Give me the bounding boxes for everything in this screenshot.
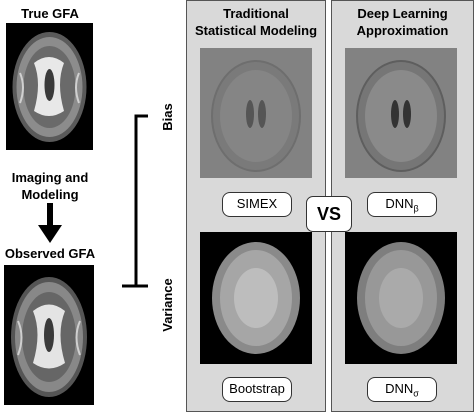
simex-bias-image (200, 48, 312, 178)
dnn-sigma-text: DNN (385, 381, 414, 396)
dnn-sigma-label: DNNσ (367, 377, 437, 402)
traditional-title-line2: Statistical Modeling (194, 23, 318, 38)
dnn-variance-image (345, 232, 457, 364)
traditional-title-line1: Traditional (223, 6, 289, 21)
down-arrow-icon (38, 203, 62, 243)
dnn-sigma-subscript: σ (413, 388, 419, 399)
variance-label: Variance (160, 278, 175, 332)
dnn-beta-subscript: β (413, 203, 419, 214)
imaging-label-line2: Modeling (21, 187, 79, 202)
vs-label: VS (306, 196, 352, 232)
observed-gfa-image (4, 265, 94, 405)
deep-title-line1: Deep Learning (357, 6, 448, 21)
bootstrap-label: Bootstrap (222, 377, 292, 402)
dnn-bias-image (345, 48, 457, 178)
true-gfa-label: True GFA (21, 6, 79, 21)
dnn-beta-text: DNN (385, 196, 414, 211)
imaging-label-line1: Imaging and (11, 170, 89, 185)
deep-title-line2: Approximation (356, 23, 449, 38)
simex-label: SIMEX (222, 192, 292, 217)
bias-variance-bracket (122, 114, 148, 288)
true-gfa-image (6, 23, 93, 150)
dnn-beta-label: DNNβ (367, 192, 437, 217)
bias-label: Bias (160, 103, 175, 131)
observed-gfa-label: Observed GFA (4, 246, 96, 261)
bootstrap-variance-image (200, 232, 312, 364)
